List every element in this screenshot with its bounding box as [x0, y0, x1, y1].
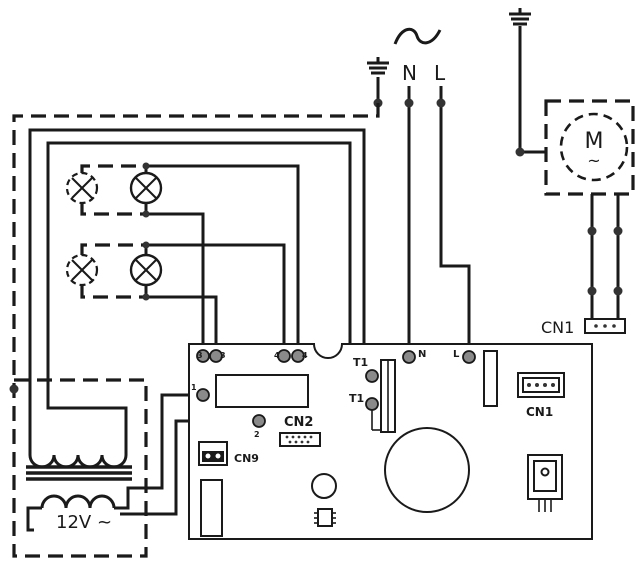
terminal-3b-label: 3 [220, 351, 226, 360]
motor-ground-icon [509, 8, 531, 26]
lamp-bottom-wire-b [144, 285, 218, 353]
terminal-2-label: 2 [254, 430, 260, 439]
terminal-2 [252, 414, 266, 428]
ground-icon [367, 57, 389, 75]
cn1-board-label: CN1 [526, 405, 553, 419]
cn1-outer-label: CN1 [541, 318, 574, 337]
cn2-label: CN2 [284, 415, 313, 430]
terminal-t1-bottom [365, 397, 379, 411]
lamp-top [129, 171, 163, 205]
lamp-optional-top [65, 171, 99, 205]
terminal-l-label: L [453, 349, 460, 360]
mains-ac-symbol [393, 27, 442, 45]
buzzer [311, 473, 337, 499]
motor-ac-symbol: ~ [587, 151, 600, 170]
relay-component [200, 479, 223, 537]
motor-letter: M [585, 129, 604, 154]
t1-top-label: T1 [353, 356, 368, 369]
mains-fuse [483, 350, 498, 407]
motor-icon [559, 112, 629, 182]
terminal-1 [196, 388, 210, 402]
live-wire [439, 86, 471, 355]
terminal-3a-label: 3 [197, 351, 203, 360]
terminal-4b [291, 349, 305, 363]
terminal-3b [209, 349, 223, 363]
neutral-label: N [402, 61, 417, 85]
lamp-top-wire-b [144, 203, 205, 353]
relay-block [215, 374, 309, 408]
cn2-connector [279, 432, 321, 447]
terminal-4b-label: 4 [302, 351, 308, 360]
lamp-bottom-wire-a [144, 243, 286, 353]
terminal-3a [196, 349, 210, 363]
terminal-4a-label: 4 [274, 351, 280, 360]
terminal-n [402, 350, 416, 364]
live-label: L [434, 61, 446, 85]
secondary-left-lead [26, 506, 42, 532]
lamp-bottom [129, 253, 163, 287]
chip [317, 508, 333, 527]
terminal-n-label: N [418, 349, 426, 360]
transformer-icon [26, 454, 132, 509]
terminal-t1-top [365, 369, 379, 383]
cn9-label: CN9 [234, 452, 259, 465]
t1-bottom-label: T1 [349, 392, 364, 405]
terminal-l [462, 350, 476, 364]
terminal-1-label: 1 [191, 383, 197, 392]
capacitor [384, 427, 470, 513]
earth-bond-dashed [12, 103, 380, 558]
secondary-wire-1 [114, 393, 203, 510]
lamp-optional-bottom [65, 253, 99, 287]
lamp-top-wire-a [144, 164, 300, 353]
transformer-secondary-label: 12V ~ [56, 512, 112, 533]
motor-housing [544, 99, 635, 196]
motor-ground-wire [518, 26, 546, 154]
terminal-4a [277, 349, 291, 363]
